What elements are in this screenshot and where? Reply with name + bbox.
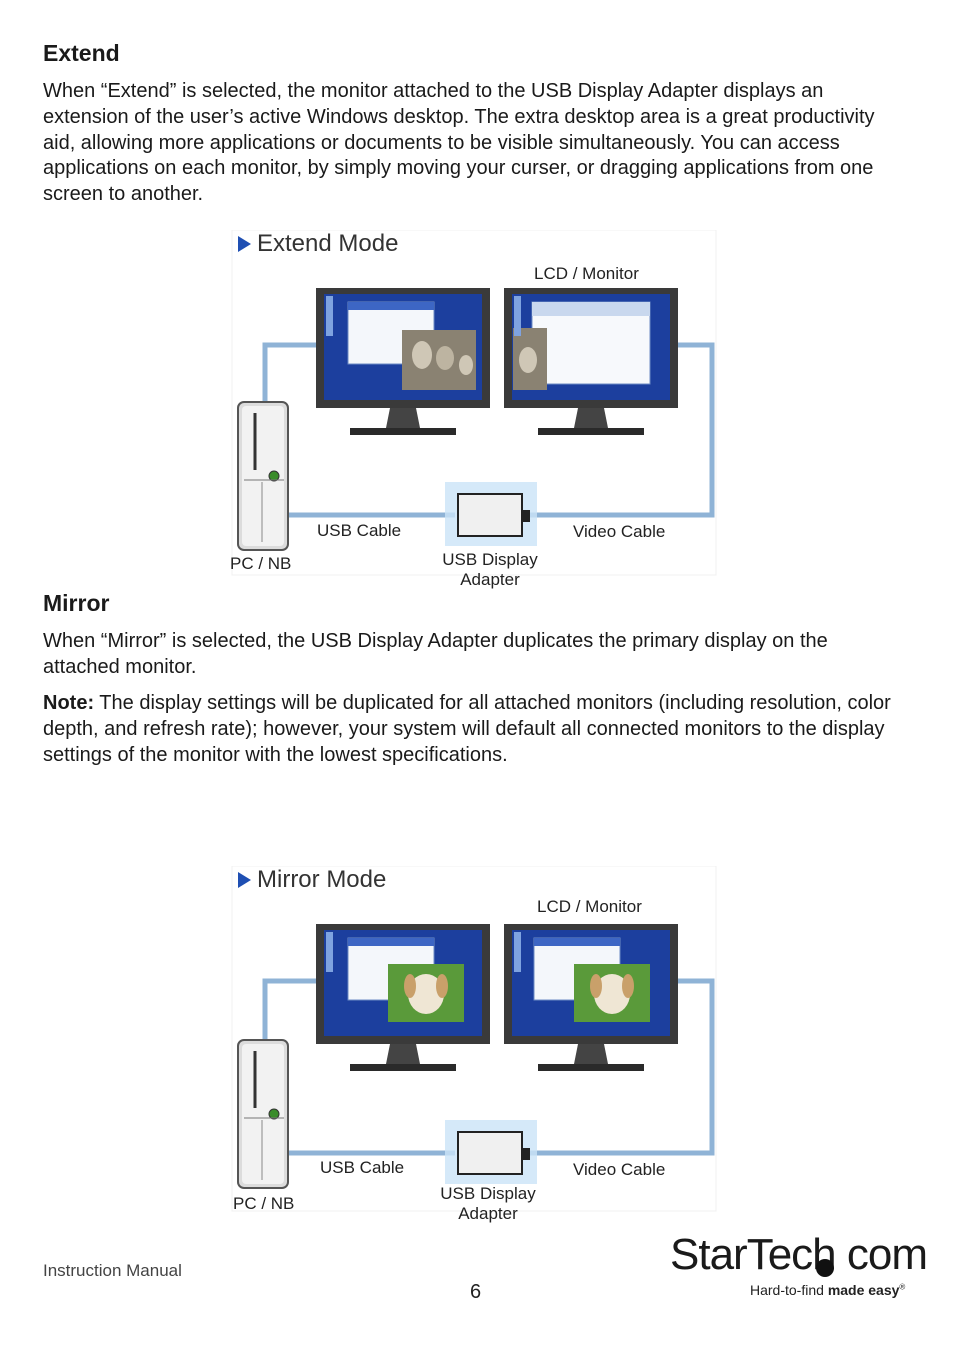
mirror-mode-title: Mirror Mode [238,866,386,894]
extend-paragraph: When “Extend” is selected, the monitor a… [43,80,875,206]
usb-display-adapter-label: USB Display Adapter [433,1184,543,1224]
logo-tagline: Hard-to-find made easy® [750,1282,905,1298]
logo-dot-icon [816,1259,834,1277]
mirror-mode-diagram: Mirror Mode LCD / Monitor USB Cable Vide… [230,866,718,1223]
adapter-label-line1: USB Display [440,1184,536,1203]
note-text: The display settings will be duplicated … [43,692,891,766]
footer-instruction-manual: Instruction Manual [43,1261,182,1280]
mirror-heading: Mirror [43,590,110,616]
extend-diagram-graphic [231,230,717,576]
lcd-monitor-label: LCD / Monitor [537,897,642,916]
lcd-monitor-label: LCD / Monitor [534,264,639,283]
extend-heading: Extend [43,40,120,66]
video-cable-label: Video Cable [573,1160,666,1179]
extend-mode-title: Extend Mode [238,230,398,258]
adapter-label-line1: USB Display [442,550,538,569]
usb-display-adapter-label: USB Display Adapter [435,550,545,590]
pc-tower-icon [237,401,289,551]
startech-logo: StarTech com Hard-to-find made easy® [670,1230,928,1310]
tagline-bold: made easy [827,1282,900,1298]
usb-display-adapter-icon [445,482,537,546]
mirror-note: Note: The display settings will be dupli… [43,691,893,768]
note-label: Note: [43,692,95,714]
video-cable-line [530,342,715,518]
video-cable-label: Video Cable [573,522,666,541]
triangle-bullet-icon [238,872,251,888]
pc-to-monitor-cable [262,342,320,405]
monitor-right [504,288,678,435]
pc-nb-label: PC / NB [230,554,292,573]
pc-to-monitor-cable [262,978,320,1041]
tagline-plain: Hard-to-find [750,1282,828,1298]
pc-tower-icon [237,1039,289,1189]
mirror-diagram-graphic [231,866,717,1212]
monitor-right [504,924,678,1071]
usb-cable-label: USB Cable [317,521,402,540]
monitor-left [316,288,490,435]
pc-nb-label: PC / NB [233,1194,295,1213]
extend-mode-diagram: Extend Mode LCD / Monitor USB Cable Vide… [230,230,718,589]
usb-cable-label: USB Cable [320,1158,405,1177]
usb-display-adapter-icon [445,1120,537,1184]
mirror-mode-title-text: Mirror Mode [257,866,387,893]
page-number: 6 [470,1281,482,1303]
registered-mark: ® [899,1282,906,1292]
extend-mode-title-text: Extend Mode [257,230,399,257]
triangle-bullet-icon [238,236,251,252]
video-cable-line [530,978,715,1156]
adapter-label-line2: Adapter [458,1204,518,1223]
adapter-label-line2: Adapter [460,570,520,589]
monitor-left [316,924,490,1071]
mirror-paragraph: When “Mirror” is selected, the USB Displ… [43,630,828,678]
logo-wordmark: StarTech com [670,1230,928,1279]
